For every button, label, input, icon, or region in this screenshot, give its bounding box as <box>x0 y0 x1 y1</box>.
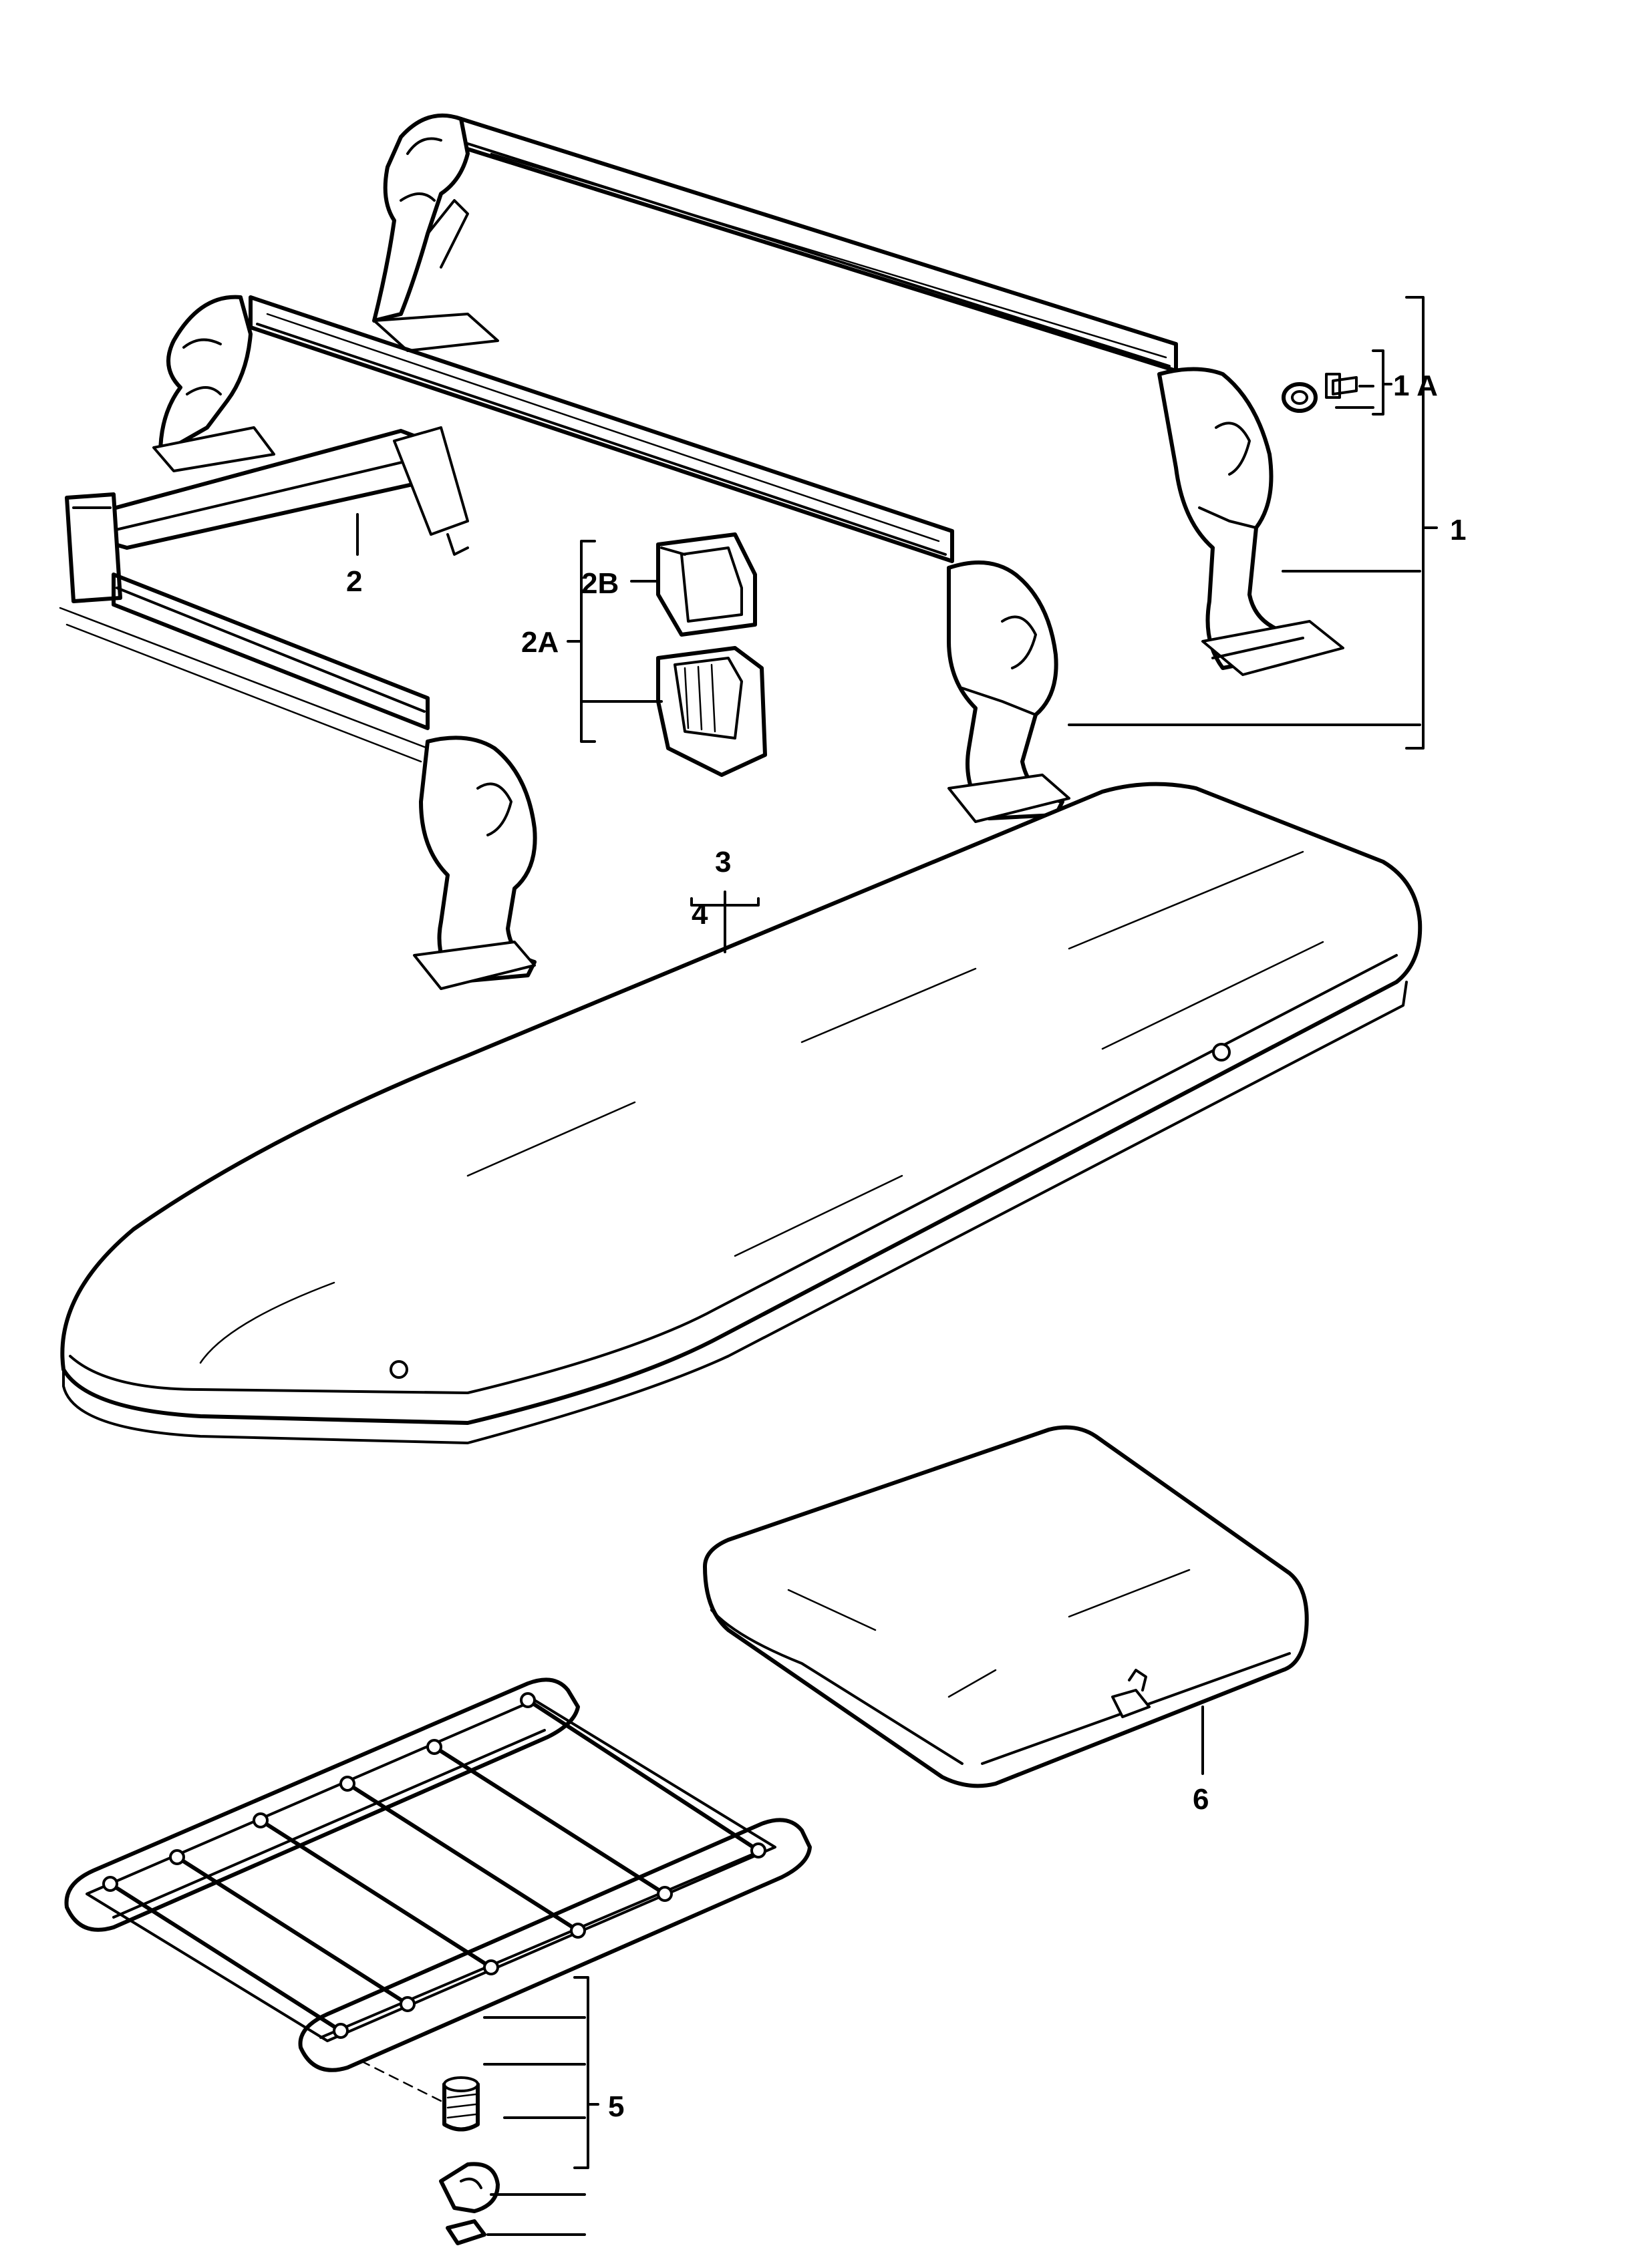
leader-lines <box>356 296 1438 2236</box>
label-2: 2 <box>346 565 362 598</box>
luggage-basket <box>64 1677 812 2112</box>
label-6: 6 <box>1193 1783 1209 1816</box>
storage-box <box>703 1425 1309 1788</box>
rear-roof-bar <box>372 113 1344 676</box>
basket-hardware <box>439 2076 500 2245</box>
insert-2a <box>656 646 767 777</box>
label-3: 3 <box>715 846 731 878</box>
rack-bar-part-2 <box>59 426 537 990</box>
bolt-part-1a <box>1282 373 1358 413</box>
roof-box <box>60 782 1423 1444</box>
label-5: 5 <box>608 2090 624 2123</box>
label-4: 4 <box>692 898 708 931</box>
label-2a: 2A <box>521 626 559 659</box>
insert-2b <box>656 532 757 637</box>
label-1a: 1 A <box>1393 369 1438 402</box>
front-roof-bar <box>152 295 1070 823</box>
label-2b: 2B <box>581 567 619 600</box>
label-1: 1 <box>1450 514 1466 546</box>
